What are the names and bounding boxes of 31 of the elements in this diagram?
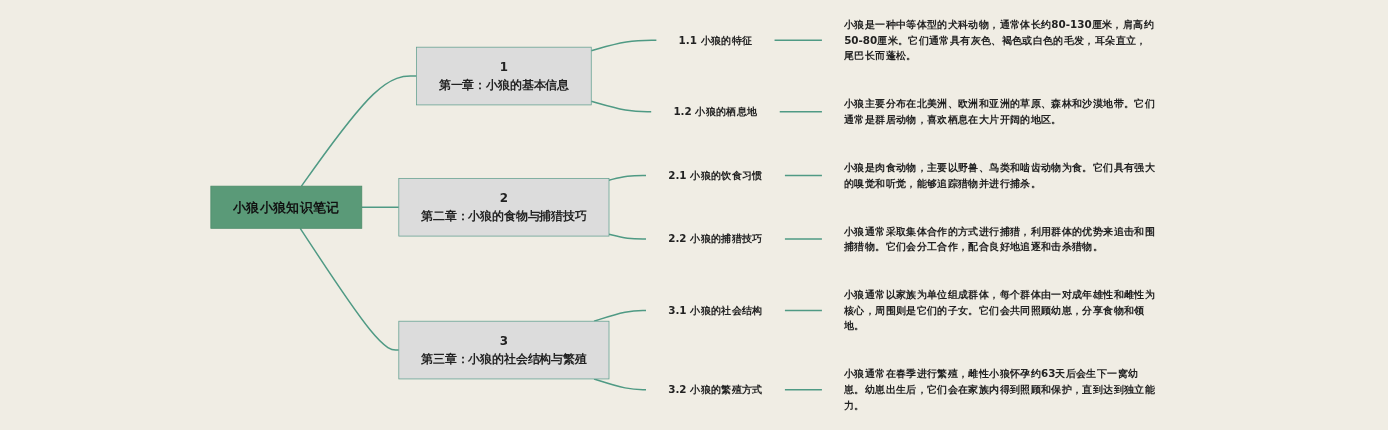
connector: [608, 233, 647, 240]
connector: [784, 238, 823, 240]
node-text: 2.2 小狼的捕猎技巧: [668, 232, 763, 245]
node-text: 小狼通常在春季进行繁殖，雌性小狼怀孕约63天后会生下一窝幼崽。幼崽出生后，它们会在家族内得到照顾和保护，直到达到独立能力。: [844, 367, 1155, 411]
connector: [784, 388, 823, 391]
connector: [361, 206, 400, 208]
connector: [773, 39, 823, 42]
node-text: 2.1 小狼的饮食习惯: [668, 169, 763, 181]
node-box: 1 第一章：小狼的基本信息: [416, 46, 592, 106]
node-box: 3 第三章：小狼的社会结构与繁殖: [398, 320, 610, 380]
node-text: 3.1 小狼的社会结构: [668, 304, 763, 317]
connector: [593, 378, 647, 391]
node-text: 小狼通常以家族为单位组成群体，每个群体由一对成年雄性和雌性为核心，周围则是它们的子女。它们会共同照顾幼崽，分享食物和领地。: [844, 288, 1155, 332]
connector: [590, 39, 658, 52]
connector: [608, 174, 647, 181]
connector: [779, 111, 823, 113]
connector: [590, 100, 652, 113]
connector: [593, 309, 647, 322]
node-box: 2 第二章：小狼的食物与捕猎技巧: [398, 178, 610, 237]
node-text: 3.2 小狼的繁殖方式: [668, 383, 763, 396]
connector: [299, 227, 400, 351]
node-text: 1.2 小狼的栖息地: [673, 105, 758, 118]
node-text: 小狼是肉食动物，主要以野兽、鸟类和啮齿动物为食。它们具有强大的嗅觉和听觉，能够追踪猎物并进行捕杀。: [844, 161, 1155, 189]
connector: [300, 75, 418, 187]
node-text: 小狼主要分布在北美洲、欧洲和亚洲的草原、森林和沙漠地带。它们通常是群居动物，喜欢栖息在大片开阔的地区。: [844, 97, 1155, 126]
node-text: 小狼是一种中等体型的犬科动物，通常体长约80-130厘米，肩高约50-80厘米。它们通常具有灰色、褐色或白色的毛发，耳朵直立，尾巴长而蓬松。: [844, 18, 1154, 62]
node-text: 1.1 小狼的特征: [678, 34, 753, 46]
connector: [784, 174, 823, 177]
node-text: 小狼通常采取集体合作的方式进行捕猎，利用群体的优势来追击和围捕猎物。它们会分工合作，配合良好地追逐和击杀猎物。: [844, 224, 1155, 253]
connector: [784, 309, 823, 312]
node-box: 小狼小狼知识笔记: [210, 185, 363, 229]
